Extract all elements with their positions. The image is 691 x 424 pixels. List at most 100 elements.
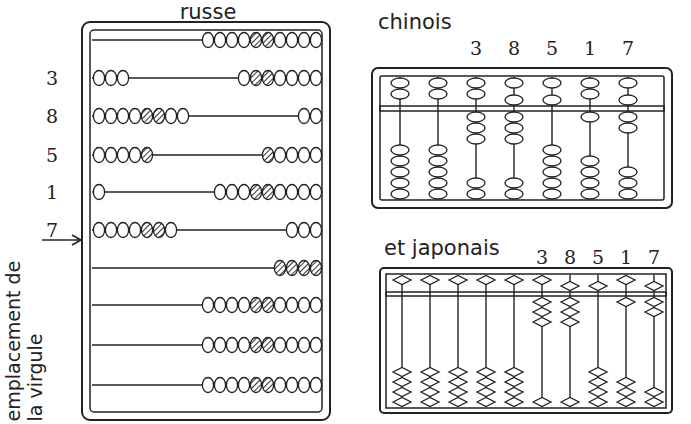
abacus-bead	[250, 298, 261, 313]
abacus-bead	[467, 78, 485, 88]
abacus-bead	[477, 368, 495, 377]
abacus-bead	[429, 145, 447, 155]
abacus-bead	[449, 388, 467, 397]
abacus-bead	[505, 276, 523, 285]
abacus-bead	[214, 185, 225, 200]
abacus-bead	[421, 378, 439, 387]
abacus-bead	[298, 185, 309, 200]
abacus-bead	[153, 223, 164, 238]
abacus-bead	[250, 378, 261, 393]
abacus-bead	[505, 388, 523, 397]
abacus-bead	[310, 109, 321, 124]
abacus-bead	[581, 78, 599, 88]
abacus-bead	[298, 148, 309, 163]
abacus-bead	[262, 71, 273, 86]
digit-label: 7	[648, 248, 660, 267]
abacus-bead	[298, 223, 309, 238]
abacus-bead	[645, 398, 663, 407]
abacus-bead	[391, 167, 409, 177]
digit-label: 5	[592, 248, 604, 267]
abacus-bead	[105, 71, 116, 86]
abacus-bead	[298, 338, 309, 353]
abacus-bead	[238, 71, 249, 86]
abacus-bead	[202, 338, 213, 353]
abacus-bead	[533, 318, 551, 327]
abacus-bead	[226, 33, 237, 48]
abacus-bead	[250, 33, 261, 48]
abacus-bead	[581, 89, 599, 99]
abacus-bead	[274, 261, 285, 276]
abacus-bead	[617, 388, 635, 397]
digit-label: 3	[536, 248, 548, 267]
abacus-rod	[541, 275, 542, 407]
abacus-bead	[310, 298, 321, 313]
abacus-bead	[250, 185, 261, 200]
abacus-bead	[141, 148, 152, 163]
abacus-bead	[421, 388, 439, 397]
abacus-bead	[589, 398, 607, 407]
abacus-bead	[645, 308, 663, 317]
abacus-bead	[617, 378, 635, 387]
japanese-frame	[380, 268, 672, 413]
abacus-bead	[505, 368, 523, 377]
abacus-bead	[286, 338, 297, 353]
abacus-bead	[561, 398, 579, 407]
abacus-bead	[619, 167, 637, 177]
abacus-bead	[589, 378, 607, 387]
abacus-bead	[105, 109, 116, 124]
digit-label: 1	[46, 183, 58, 202]
abacus-bead	[129, 148, 140, 163]
abacus-bead	[429, 189, 447, 199]
abacus-bead	[310, 223, 321, 238]
abacus-bead	[393, 276, 411, 285]
abacus-bead	[645, 388, 663, 397]
abacus-bead	[274, 378, 285, 393]
abacus-bead	[117, 223, 128, 238]
digit-label: 1	[584, 39, 596, 58]
abacus-bead	[533, 398, 551, 407]
abacus-bead	[505, 123, 523, 133]
abacus-bead	[141, 223, 152, 238]
digit-label: 8	[508, 39, 520, 58]
abacus-bead	[310, 261, 321, 276]
abacus-bead	[543, 145, 561, 155]
abacus-bead	[177, 109, 188, 124]
abacus-bead	[581, 112, 599, 122]
abacus-bead	[589, 282, 607, 291]
abacus-bead	[105, 148, 116, 163]
abacus-bead	[619, 95, 637, 105]
digit-label: 8	[46, 107, 58, 126]
abacus-bead	[262, 378, 273, 393]
abacus-bead	[93, 71, 104, 86]
abacus-bead	[214, 338, 225, 353]
abacus-bead	[581, 178, 599, 188]
abacus-bead	[505, 398, 523, 407]
abacus-bead	[298, 33, 309, 48]
abacus-bead	[449, 276, 467, 285]
abacus-panel: chinois	[378, 10, 532, 36]
abacus-bead	[467, 178, 485, 188]
abacus-bead	[561, 308, 579, 317]
abacus-bead	[105, 223, 116, 238]
abacus-bead	[429, 178, 447, 188]
abacus-bead	[298, 261, 309, 276]
abacus-bead	[421, 368, 439, 377]
abacus-bead	[238, 33, 249, 48]
abacus-bead	[533, 276, 551, 285]
abacus-bead	[250, 71, 261, 86]
abacus-bead	[391, 78, 409, 88]
abacus-bead	[543, 178, 561, 188]
abacus-bead	[286, 185, 297, 200]
abacus-bead	[589, 388, 607, 397]
abacus-bead	[286, 33, 297, 48]
abacus-bead	[561, 282, 579, 291]
abacus-bead	[561, 298, 579, 307]
abacus-bead	[449, 398, 467, 407]
abacus-bead	[141, 109, 152, 124]
abacus-bead	[391, 178, 409, 188]
abacus-rod	[569, 275, 570, 407]
abacus-bead	[262, 148, 273, 163]
abacus-bead	[238, 378, 249, 393]
russian-frame	[82, 22, 330, 420]
abacus-bead	[477, 378, 495, 387]
